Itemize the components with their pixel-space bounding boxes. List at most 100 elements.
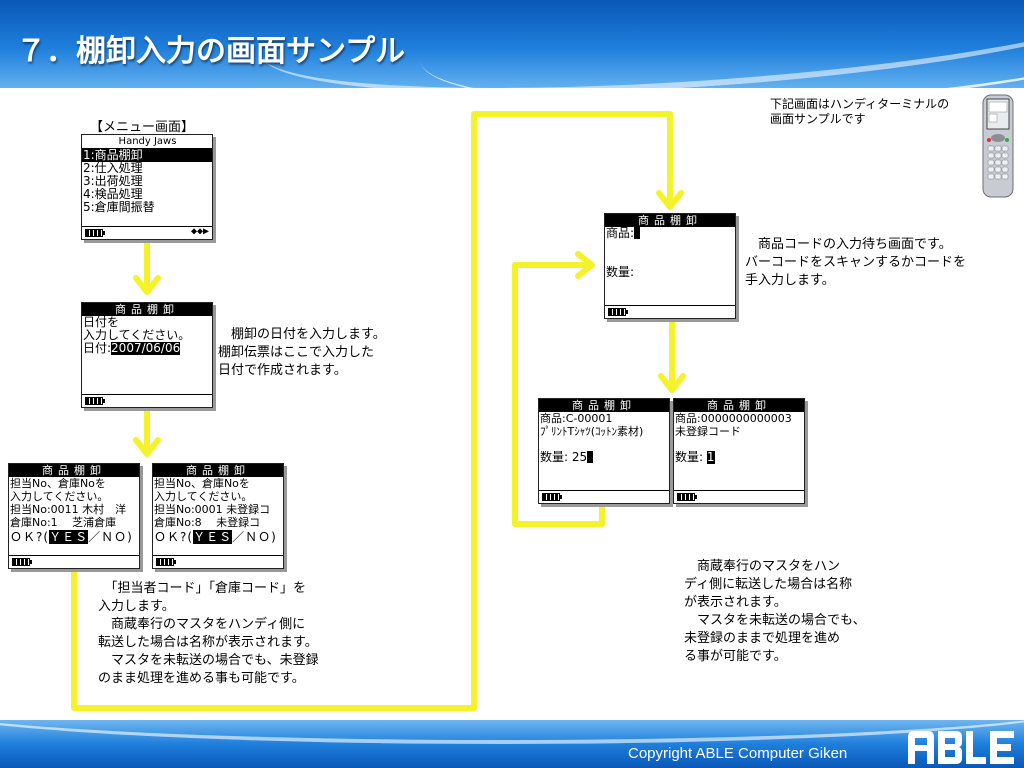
menu-item[interactable]: 1:商品棚卸 [82, 149, 212, 162]
status-bar: ◆◆▶ [82, 226, 212, 239]
battery-icon [608, 308, 628, 316]
description-line: マスタを未転送の場合でも、未登録 [98, 653, 319, 668]
flow-arrowhead [575, 251, 595, 279]
flow-arrowhead [656, 190, 684, 210]
description-line: ディ側に転送した場合は名称 [684, 577, 853, 592]
description-line: 商蔵奉行のマスタをハンディ側に [98, 617, 306, 632]
staff-field[interactable]: 担当No:0011 木村 洋 [10, 503, 127, 516]
description-line: 棚卸の日付を入力します。 [218, 327, 386, 342]
no-option[interactable]: ／ＮＯ) [232, 530, 277, 544]
battery-icon [12, 558, 32, 566]
description-line: 日付で作成されます。 [218, 363, 347, 378]
prompt-text: 入力してください。 [154, 490, 253, 503]
product-input-description: 商品コードの入力待ち画面です。 バーコードをスキャンするかコードを 手入力します… [745, 236, 966, 290]
description-line: 転送した場合は名称が表示されます。 [98, 635, 318, 650]
menu-item[interactable]: 5:倉庫間振替 [83, 201, 155, 214]
status-bar [539, 490, 669, 503]
confirm-prompt: ＯＫ?(ＹＥＳ／ＮＯ) [9, 529, 139, 545]
date-input-screen: 商品棚卸 日付を 入力してください。 日付:2007/06/06 [81, 302, 213, 408]
quantity-field[interactable]: 1 [706, 451, 715, 464]
date-description: 棚卸の日付を入力します。 棚卸伝票はここで入力した 日付で作成されます。 [218, 326, 386, 380]
note-line: 画面サンプルです [770, 112, 866, 126]
product-label: 商品: [606, 227, 635, 240]
battery-icon [677, 493, 697, 501]
screen-header: 商品棚卸 [674, 399, 804, 412]
screen-header: 商品棚卸 [82, 303, 212, 316]
confirm-text: ＯＫ?( [154, 530, 194, 544]
staff-input-screen: 商品棚卸 担当No、倉庫Noを 入力してください。 担当No:0011 木村 洋… [8, 463, 140, 569]
product-code-value: 商品:0000000000003 [675, 412, 792, 425]
description-line: バーコードをスキャンするかコードを [745, 255, 967, 270]
staff-field[interactable]: 担当No:0001 未登録コ [154, 503, 271, 516]
flow-arrowhead [133, 275, 161, 295]
description-line: が表示されます。 [684, 595, 787, 610]
description-line: る事が可能です。 [684, 649, 787, 664]
text-cursor [587, 451, 594, 463]
description-line: 手入力します。 [745, 273, 835, 288]
confirm-prompt: ＯＫ?(ＹＥＳ／ＮＯ) [153, 529, 283, 545]
able-logo [908, 731, 1014, 764]
menu-screen-label: 【メニュー画面】 [90, 120, 195, 135]
status-bar [674, 490, 804, 503]
status-bar [82, 394, 212, 407]
screen-header: 商品棚卸 [539, 399, 669, 412]
footer-banner [0, 720, 1024, 768]
description-line: のまま処理を進める事も可能です。 [98, 671, 305, 686]
description-line: 商蔵奉行のマスタをハン [684, 559, 841, 574]
menu-screen: Handy Jaws 1:商品棚卸 2:仕入処理 3:出荷処理 4:検品処理 5… [81, 134, 213, 240]
prompt-text: 入力してください。 [83, 329, 191, 342]
staff-description: 「担当者コード」「倉庫コード」を 入力します。 商蔵奉行のマスタをハンディ側に … [98, 580, 319, 688]
product-code-value: 商品:C-00001 [540, 412, 613, 425]
yes-option[interactable]: ＹＥＳ [49, 530, 89, 544]
product-result-screen: 商品棚卸 商品:0000000000003 未登録コード 数量: 1 [673, 398, 805, 504]
description-line: 商品コードの入力待ち画面です。 [745, 237, 952, 252]
screen-header: 商品棚卸 [153, 464, 283, 477]
date-label: 日付: [83, 342, 112, 355]
status-bar [605, 305, 735, 318]
warehouse-field[interactable]: 倉庫No:1 芝浦倉庫 [10, 516, 117, 529]
quantity-label: 数量: [606, 266, 635, 279]
menu-item[interactable]: 2:仕入処理 [83, 162, 143, 175]
note-line: 下記画面はハンディターミナルの [770, 97, 950, 111]
menu-item[interactable]: 4:検品処理 [83, 188, 143, 201]
description-line: 未登録のままで処理を進め [684, 631, 841, 646]
quantity-label: 数量: [540, 451, 572, 464]
product-result-screen: 商品棚卸 商品:C-00001 ﾌﾟﾘﾝﾄTｼｬﾂ(ｺｯﾄﾝ素材) 数量: 25 [538, 398, 670, 504]
battery-icon [85, 229, 105, 237]
product-name-value: 未登録コード [675, 425, 741, 438]
status-bar [153, 555, 283, 568]
footer-swoosh [0, 720, 1024, 744]
confirm-text: ＯＫ?( [10, 530, 50, 544]
date-field[interactable]: 2007/06/06 [111, 342, 181, 355]
menu-header: Handy Jaws [82, 135, 212, 149]
no-option[interactable]: ／ＮＯ) [88, 530, 133, 544]
description-line: 「担当者コード」「倉庫コード」を [98, 581, 307, 596]
flow-arrowhead [133, 437, 161, 457]
product-code-field[interactable] [634, 227, 641, 239]
battery-icon [542, 493, 562, 501]
description-line: マスタを未転送の場合でも、 [684, 613, 866, 628]
prompt-text: 担当No、倉庫Noを [10, 477, 106, 490]
device-note: 下記画面はハンディターミナルの 画面サンプルです [770, 97, 949, 127]
flow-arrowhead [658, 373, 686, 393]
prompt-text: 日付を [83, 316, 120, 329]
product-description: 商蔵奉行のマスタをハン ディ側に転送した場合は名称 が表示されます。 マスタを未… [684, 558, 866, 666]
battery-icon [85, 397, 105, 405]
copyright-text: Copyright ABLE Computer Giken [628, 745, 848, 762]
staff-input-screen: 商品棚卸 担当No、倉庫Noを 入力してください。 担当No:0001 未登録コ… [152, 463, 284, 569]
product-input-screen: 商品棚卸 商品: 数量: [604, 213, 736, 319]
screen-header: 商品棚卸 [9, 464, 139, 477]
product-name-value: ﾌﾟﾘﾝﾄTｼｬﾂ(ｺｯﾄﾝ素材) [540, 425, 644, 438]
battery-icon [156, 558, 176, 566]
status-bar [9, 555, 139, 568]
quantity-field[interactable]: 25 [571, 451, 588, 464]
quantity-label: 数量: [675, 451, 707, 464]
prompt-text: 担当No、倉庫Noを [154, 477, 250, 490]
menu-item[interactable]: 3:出荷処理 [83, 175, 143, 188]
handheld-terminal-icon [982, 94, 1014, 198]
prompt-text: 入力してください。 [10, 490, 109, 503]
description-line: 棚卸伝票はここで入力した [218, 345, 375, 360]
description-line: 入力します。 [98, 599, 175, 614]
warehouse-field[interactable]: 倉庫No:8 未登録コ [154, 516, 261, 529]
yes-option[interactable]: ＹＥＳ [193, 530, 233, 544]
